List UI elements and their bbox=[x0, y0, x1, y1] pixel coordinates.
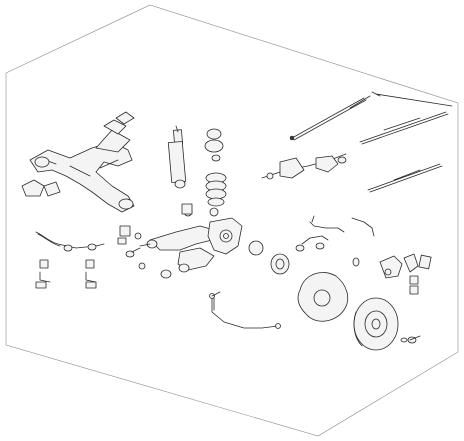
bolt-kit bbox=[134, 232, 421, 343]
brake-caliper bbox=[352, 253, 419, 279]
abs-sensor-cables bbox=[209, 293, 281, 329]
wheel-hub-carrier bbox=[207, 217, 243, 255]
strut-top-mount bbox=[204, 128, 224, 162]
brake-hoses bbox=[301, 215, 375, 245]
anti-roll-bar-links bbox=[35, 250, 135, 289]
wheel-bearing bbox=[270, 242, 325, 275]
brake-disc bbox=[353, 297, 399, 351]
anti-roll-bar bbox=[35, 231, 105, 252]
silent-block-bushings bbox=[117, 203, 264, 256]
wishbone-control-arm bbox=[131, 225, 215, 279]
brake-dust-shield bbox=[297, 272, 349, 322]
frame-outline bbox=[5, 4, 459, 437]
rear-axle-subframe bbox=[29, 129, 135, 213]
shock-absorber bbox=[167, 125, 187, 189]
axle-mounting-brackets bbox=[21, 111, 135, 197]
handbrake-cables bbox=[261, 91, 453, 193]
